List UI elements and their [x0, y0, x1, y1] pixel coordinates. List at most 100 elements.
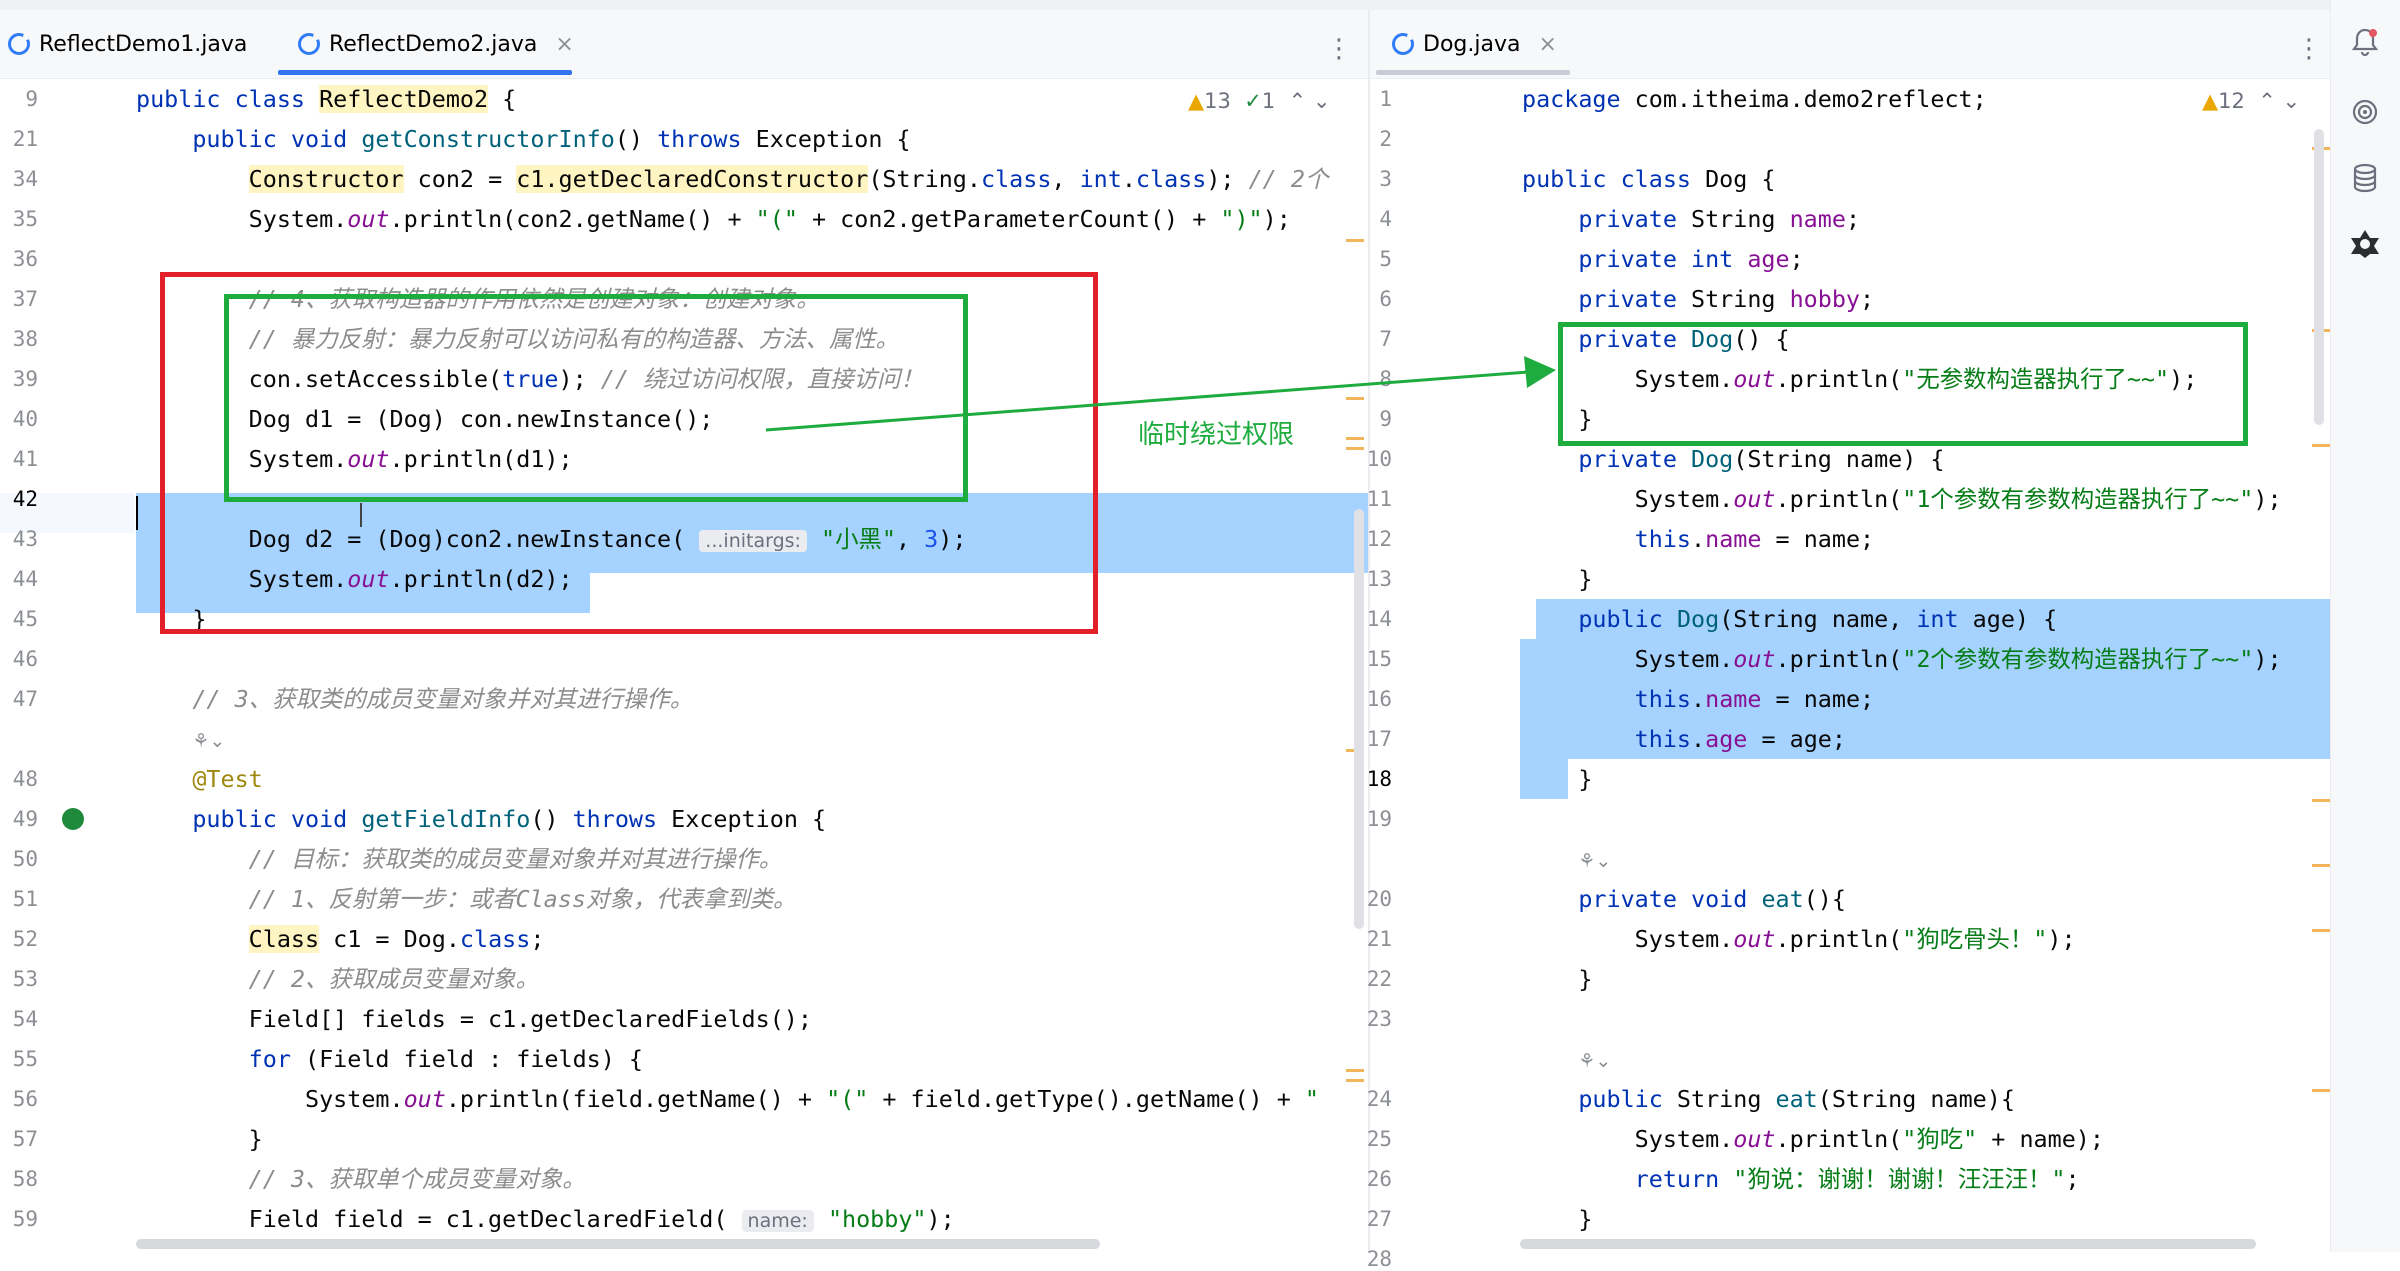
code-line[interactable]: this.name = name;	[1634, 685, 1875, 713]
code-line[interactable]: // 4、获取构造器的作用依然是创建对象：创建对象。	[248, 285, 820, 313]
close-tab-icon[interactable]: ×	[1538, 31, 1557, 57]
code-line[interactable]: public class ReflectDemo2 {	[136, 85, 517, 113]
code-line[interactable]: public Dog(String name, int age) {	[1578, 605, 2058, 633]
line-number: 42	[12, 487, 38, 511]
code-line[interactable]: System.out.println("狗吃" + name);	[1522, 1125, 2104, 1153]
editor-splitter[interactable]	[1368, 10, 1370, 1252]
code-line[interactable]: }	[1522, 1205, 1593, 1233]
code-line[interactable]: System.out.println("1个参数有参数构造器执行了~~");	[1522, 485, 2282, 513]
code-line[interactable]: return "狗说：谢谢！谢谢！汪汪汪！";	[1634, 1165, 2080, 1193]
tab-dog[interactable]: Dog.java ×	[1392, 10, 1557, 78]
code-line[interactable]: // 2、获取成员变量对象。	[248, 965, 539, 993]
code-line[interactable]: private Dog(String name) {	[1578, 445, 1945, 473]
more-options-icon[interactable]: ⋮	[2296, 34, 2322, 64]
code-line[interactable]: @Test	[192, 765, 263, 793]
code-line[interactable]: }	[1522, 405, 1593, 433]
code-line[interactable]: public void getConstructorInfo() throws …	[192, 125, 911, 153]
code-line[interactable]: Field field = c1.getDeclaredField( name:…	[136, 1205, 955, 1233]
code-line[interactable]: ⚘⌄	[1578, 850, 1612, 872]
line-number: 9	[25, 87, 38, 111]
code-line[interactable]: }	[1522, 965, 1593, 993]
line-number: 50	[12, 847, 38, 871]
code-line[interactable]: }	[1522, 565, 1593, 593]
ai-assistant-icon[interactable]	[2345, 92, 2385, 132]
code-line[interactable]: // 3、获取类的成员变量对象并对其进行操作。	[192, 685, 694, 713]
code-line[interactable]: public void getFieldInfo() throws Except…	[192, 805, 827, 833]
check-icon: ✓	[1244, 89, 1262, 113]
code-line[interactable]: public class Dog {	[1522, 165, 1776, 193]
line-number: 8	[1379, 367, 1392, 391]
code-line[interactable]: private void eat(){	[1578, 885, 1846, 913]
code-line[interactable]: System.out.println(d2);	[136, 565, 573, 593]
inspection-widget[interactable]: ▲12 ⌃ ⌄	[2202, 89, 2301, 113]
tab-reflectdemo1[interactable]: ReflectDemo1.java	[8, 10, 247, 78]
code-line[interactable]: Field[] fields = c1.getDeclaredFields();	[136, 1005, 812, 1033]
code-line[interactable]: System.out.println(con2.getName() + "(" …	[136, 205, 1291, 233]
line-number: 47	[12, 687, 38, 711]
code-line[interactable]: this.name = name;	[1634, 525, 1875, 553]
line-number: 19	[1366, 807, 1392, 831]
warning-stripe	[2312, 799, 2330, 802]
code-line[interactable]: // 暴力反射：暴力反射可以访问私有的构造器、方法、属性。	[248, 325, 900, 353]
line-number: 40	[12, 407, 38, 431]
code-line[interactable]: private int age;	[1578, 245, 1804, 273]
run-test-icon[interactable]	[62, 808, 84, 830]
code-line[interactable]: }	[1522, 765, 1593, 793]
next-highlight-icon[interactable]: ⌄	[1312, 89, 1331, 113]
code-line[interactable]: System.out.println("2个参数有参数构造器执行了~~");	[1522, 645, 2282, 673]
code-line[interactable]: Dog d2 = (Dog)con2.newInstance( ...inita…	[136, 525, 967, 553]
vertical-scrollbar[interactable]	[1354, 509, 1364, 929]
code-line[interactable]: ⚘⌄	[192, 730, 226, 752]
more-options-icon[interactable]: ⋮	[1326, 34, 1352, 64]
line-number: 58	[12, 1167, 38, 1191]
active-tab-indicator	[278, 70, 572, 75]
green-highlight-box	[1558, 322, 2248, 446]
horizontal-scrollbar[interactable]	[1520, 1239, 2256, 1249]
code-line[interactable]: System.out.println(field.getName() + "("…	[136, 1085, 1319, 1113]
java-class-icon	[1392, 33, 1414, 55]
warning-icon: ▲	[1188, 89, 1205, 113]
line-number: 4	[1379, 207, 1392, 231]
code-line[interactable]: // 1、反射第一步：或者Class对象，代表拿到类。	[248, 885, 797, 913]
code-line[interactable]: package com.itheima.demo2reflect;	[1522, 85, 1987, 113]
selection-highlight	[1520, 759, 1568, 799]
next-highlight-icon[interactable]: ⌄	[2282, 89, 2301, 113]
tab-reflectdemo2[interactable]: ReflectDemo2.java ×	[298, 10, 574, 78]
code-line[interactable]: }	[136, 605, 207, 633]
database-icon[interactable]	[2345, 158, 2385, 198]
code-line[interactable]: System.out.println(d1);	[136, 445, 573, 473]
left-editor[interactable]: 9 public class ReflectDemo2 { 21 public vo…	[0, 79, 1368, 1252]
code-line[interactable]: private String name;	[1578, 205, 1861, 233]
plugin-icon[interactable]	[2345, 224, 2385, 264]
code-line[interactable]: System.out.println("无参数构造器执行了~~");	[1522, 365, 2198, 393]
code-line[interactable]: Constructor con2 = c1.getDeclaredConstru…	[248, 165, 1329, 193]
code-line[interactable]: // 3、获取单个成员变量对象。	[248, 1165, 586, 1193]
line-number: 21	[12, 127, 38, 151]
line-number: 20	[1366, 887, 1392, 911]
code-line[interactable]: Class c1 = Dog.class;	[248, 925, 545, 953]
code-line[interactable]: // 目标：获取类的成员变量对象并对其进行操作。	[248, 845, 783, 873]
code-line[interactable]: for (Field field : fields) {	[248, 1045, 643, 1073]
vertical-scrollbar[interactable]	[2314, 129, 2324, 425]
warning-stripe	[2312, 1089, 2330, 1092]
line-number: 14	[1366, 607, 1392, 631]
close-tab-icon[interactable]: ×	[555, 31, 574, 57]
code-line[interactable]: this.age = age;	[1634, 725, 1846, 753]
prev-highlight-icon[interactable]: ⌃	[1288, 89, 1307, 113]
code-line[interactable]: ⚘⌄	[1578, 1050, 1612, 1072]
arrow-label: 临时绕过权限	[1138, 420, 1295, 450]
inspection-widget[interactable]: ▲13 ✓1 ⌃ ⌄	[1188, 89, 1331, 113]
code-line[interactable]: System.out.println("狗吃骨头！");	[1522, 925, 2076, 953]
horizontal-scrollbar[interactable]	[136, 1239, 1100, 1249]
notifications-icon[interactable]	[2345, 22, 2385, 62]
warning-stripe	[1346, 447, 1364, 450]
code-line[interactable]: private String hobby;	[1578, 285, 1875, 313]
code-line[interactable]: public String eat(String name){	[1578, 1085, 2015, 1113]
selection-highlight	[1520, 639, 2330, 759]
code-line[interactable]: private Dog() {	[1578, 325, 1790, 353]
prev-highlight-icon[interactable]: ⌃	[2258, 89, 2276, 113]
line-number: 54	[12, 1007, 38, 1031]
code-line[interactable]: Dog d1 = (Dog) con.newInstance();	[136, 405, 714, 433]
code-line[interactable]: }	[136, 1125, 263, 1153]
